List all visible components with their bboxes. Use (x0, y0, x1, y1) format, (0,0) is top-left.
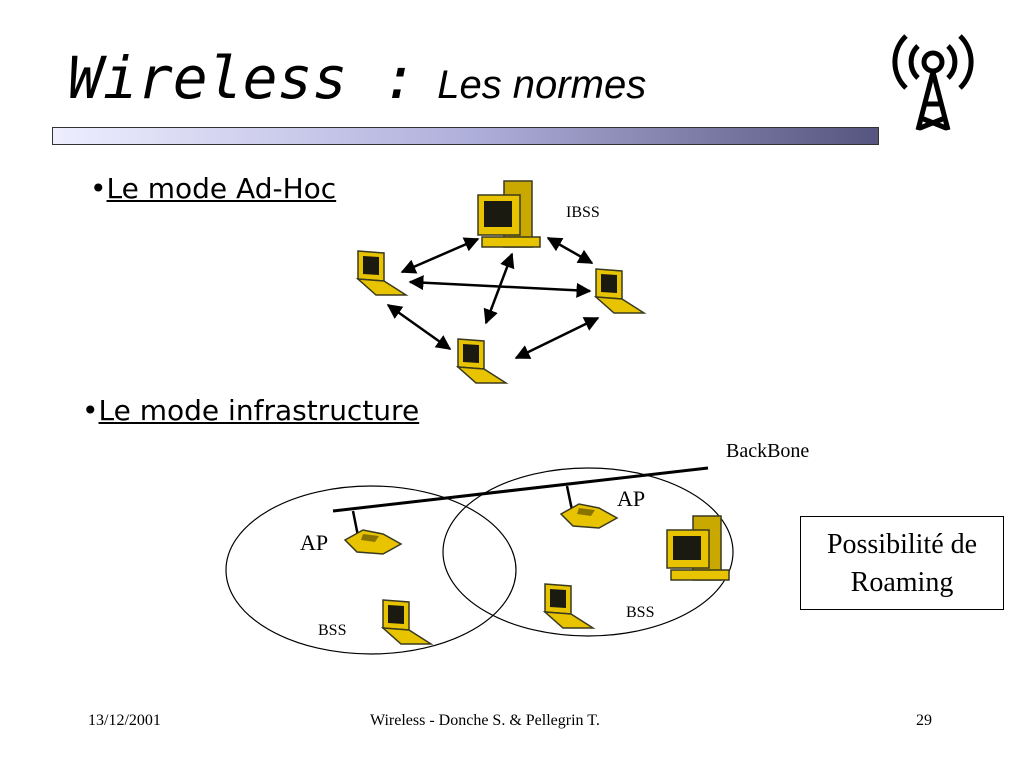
access-point-icon (343, 510, 403, 555)
bss-left-circle (225, 485, 517, 655)
bullet-adhoc: •Le mode Ad-Hoc (90, 172, 336, 205)
laptop-icon (355, 250, 409, 296)
bullet-marker: • (82, 394, 99, 427)
infrastructure-diagram (225, 466, 734, 655)
link-top-right (546, 236, 594, 265)
access-point-icon (559, 485, 619, 529)
laptop-icon (593, 268, 647, 314)
slide-title: Wireless : Les normes (68, 44, 646, 112)
bullet-marker: • (90, 172, 107, 205)
link-right-bottom (514, 316, 600, 360)
backbone-label: BackBone (726, 440, 810, 462)
roaming-line1: Possibilité de (826, 529, 978, 560)
laptop-icon (380, 599, 434, 645)
backbone-line (332, 466, 709, 513)
bullet-infrastructure: •Le mode infrastructure (82, 394, 419, 427)
link-left-bottom (386, 303, 452, 351)
ibss-label: IBSS (566, 204, 600, 221)
title-divider-bar (52, 127, 879, 145)
bullet-infrastructure-label: Le mode infrastructure (98, 394, 420, 427)
footer-date: 13/12/2001 (88, 712, 161, 729)
footer-center: Wireless - Donche S. & Pellegrin T. (370, 712, 600, 729)
antenna-tower-icon (892, 34, 974, 131)
link-top-bottom (483, 252, 515, 325)
link-left-top (400, 237, 480, 274)
adhoc-diagram (355, 180, 647, 384)
roaming-note-box: Possibilité de Roaming (800, 516, 1004, 610)
laptop-icon (542, 583, 596, 629)
title-sub: Les normes (437, 63, 647, 107)
bss-right-label: BSS (626, 604, 655, 621)
desktop-computer-icon (477, 180, 541, 248)
title-main: Wireless : (68, 44, 418, 112)
bullet-adhoc-label: Le mode Ad-Hoc (106, 172, 337, 205)
ap-right-label: AP (617, 486, 646, 511)
adhoc-connections (386, 236, 600, 360)
footer-page-number: 29 (916, 712, 932, 729)
bss-right-circle (442, 467, 734, 637)
bss-left-label: BSS (318, 622, 347, 639)
desktop-computer-icon (666, 515, 730, 581)
laptop-icon (455, 338, 509, 384)
roaming-line2: Roaming (850, 567, 954, 598)
ap-left-label: AP (300, 530, 329, 555)
